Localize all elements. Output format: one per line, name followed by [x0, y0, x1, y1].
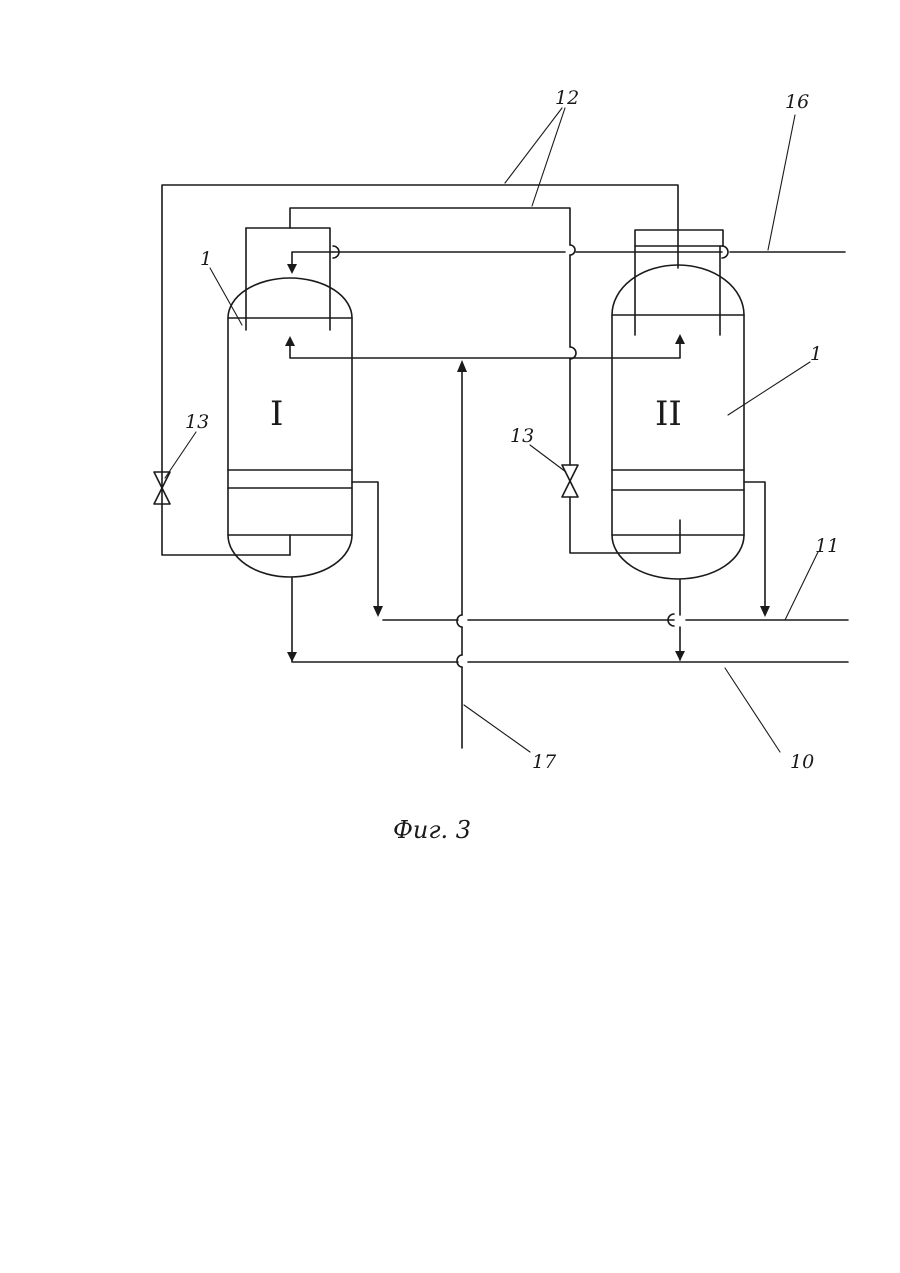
line-12-outer	[162, 185, 678, 555]
vessel-1-roman-label: I	[270, 394, 283, 434]
label-11: 11	[815, 535, 839, 557]
label-16: 16	[785, 91, 809, 113]
valve-13-right	[562, 465, 578, 497]
label-13-left: 13	[185, 411, 209, 433]
vessel-2-header	[635, 230, 723, 246]
label-10: 10	[790, 751, 814, 773]
figure-caption: Фиг. 3	[393, 816, 471, 844]
label-17: 17	[532, 751, 557, 773]
line-16	[287, 246, 845, 274]
label-1-right: 1	[810, 343, 822, 365]
leader-lines	[165, 108, 818, 752]
label-1-left: 1	[200, 248, 212, 270]
label-12: 12	[555, 87, 579, 109]
line-12-inner	[290, 208, 680, 553]
line-17	[285, 334, 685, 748]
line-11	[352, 482, 848, 626]
label-13-right: 13	[510, 425, 534, 447]
vessel-2-roman-label: II	[655, 394, 682, 434]
vessel-1-riser	[246, 228, 330, 330]
vessel-2: II	[612, 265, 744, 579]
